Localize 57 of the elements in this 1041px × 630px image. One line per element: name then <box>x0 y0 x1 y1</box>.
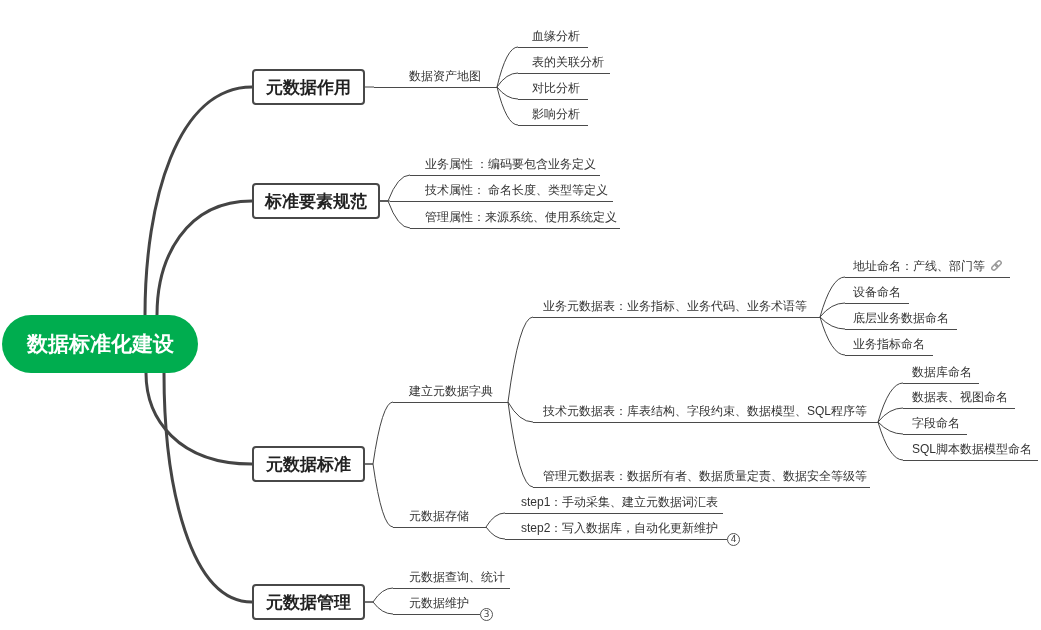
central-topic: 数据标准化建设 <box>2 315 198 373</box>
branch-line <box>819 302 846 318</box>
branch-topic: 管理属性：来源系统、使用系统定义 <box>410 207 620 229</box>
branch-topic: step1：手动采集、建立元数据词汇表 <box>505 492 723 514</box>
branch-topic: SQL脚本数据模型命名 <box>903 439 1038 461</box>
branch-line <box>877 421 904 461</box>
branch-line <box>877 421 904 435</box>
branch-line <box>507 316 534 403</box>
branch-line <box>379 200 411 229</box>
branch-topic: 数据资产地图 <box>374 66 497 88</box>
count-badge: 3 <box>480 607 493 621</box>
branch-line <box>485 512 506 528</box>
branch-topic: 数据库命名 <box>903 362 979 384</box>
branch-line <box>364 463 394 528</box>
branch-line <box>877 407 904 423</box>
branch-topic: 数据表、视图命名 <box>903 387 1015 409</box>
topic-text: 地址命名：产线、部门等 <box>853 259 985 273</box>
branch-line <box>507 401 534 423</box>
branch-topic: 设备命名 <box>845 282 909 304</box>
branch-line <box>507 401 534 488</box>
branch-line <box>496 86 519 100</box>
branch-line <box>819 316 846 356</box>
topic-box: 标准要素规范 <box>252 183 380 219</box>
branch-line <box>819 276 846 318</box>
count-badge: 4 <box>727 532 740 546</box>
branch-topic: 管理元数据表：数据所有者、数据质量定责、数据安全等级等 <box>533 466 870 488</box>
branch-topic: 建立元数据字典 <box>393 381 508 403</box>
topic-box: 元数据管理 <box>252 584 365 620</box>
branch-topic: 技术元数据表：库表结构、字段约束、数据模型、SQL程序等 <box>533 401 878 423</box>
branch-line <box>496 72 519 88</box>
topic-box: 元数据标准 <box>252 446 365 482</box>
branch-line <box>485 526 506 540</box>
branch-topic: 影响分析 <box>518 104 588 126</box>
branch-line <box>364 86 375 88</box>
thick-branch-line <box>155 199 253 316</box>
branch-line <box>877 382 904 423</box>
branch-topic: 元数据查询、统计 <box>393 567 510 589</box>
branch-topic: 业务指标命名 <box>845 334 933 356</box>
branch-topic: 对比分析 <box>518 78 588 100</box>
branch-topic: 表的关联分析 <box>518 52 610 74</box>
branch-line <box>496 86 519 126</box>
branch-line <box>819 316 846 330</box>
branch-topic: 业务元数据表：业务指标、业务代码、业务术语等 <box>533 296 820 318</box>
thick-branch-line <box>144 372 253 466</box>
branch-topic: 技术属性： 命名长度、类型等定义 <box>390 180 613 202</box>
thick-branch-line <box>162 372 253 604</box>
branch-topic: 元数据维护 <box>393 593 480 615</box>
thick-branch-line <box>143 85 253 316</box>
branch-topic: 业务属性 ：编码要包含业务定义 <box>410 154 600 176</box>
branch-topic: 字段命名 <box>903 413 967 435</box>
branch-topic: step2：写入数据库，自动化更新维护 <box>505 518 727 540</box>
topic-box: 元数据作用 <box>252 69 365 105</box>
branch-line <box>496 46 519 88</box>
branch-topic: 底层业务数据命名 <box>845 308 957 330</box>
branch-topic: 元数据存储 <box>393 506 486 528</box>
branch-line <box>364 601 394 615</box>
branch-topic: 血缘分析 <box>518 26 588 48</box>
